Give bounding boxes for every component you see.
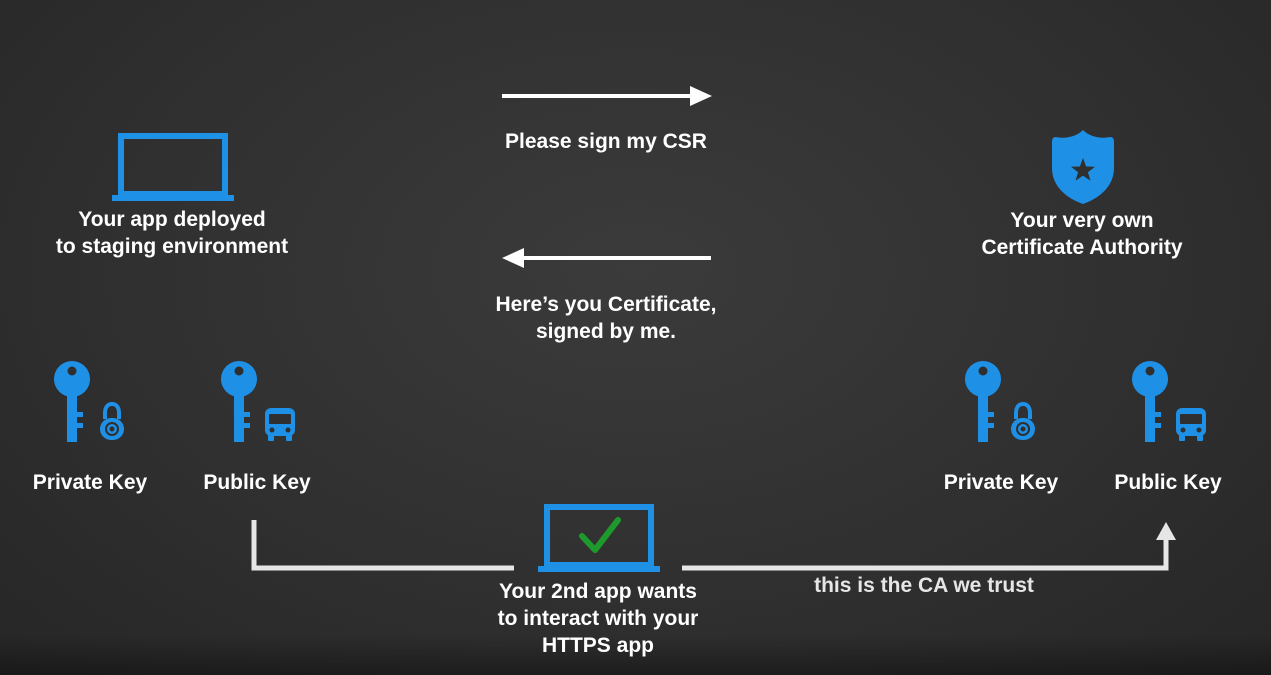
background-fade (0, 635, 1271, 675)
second-app-label-line2: to interact with your (497, 607, 699, 630)
key-icon (1130, 360, 1170, 446)
request-arrow (500, 84, 714, 108)
laptop-icon (112, 133, 234, 203)
response-label-line1: Here’s you Certificate, (495, 293, 717, 316)
bus-icon (264, 406, 296, 442)
second-app-label: Your 2nd app wants to interact with your… (448, 578, 748, 659)
ca-public-key-label: Public Key (1114, 471, 1222, 494)
ca-private-key-label: Private Key (943, 471, 1059, 494)
key-icon (52, 360, 92, 446)
ca-label-line1: Your very own (1010, 209, 1154, 232)
response-label-line2: signed by me. (535, 320, 677, 343)
bus-icon (1175, 406, 1207, 442)
client-public-key-label: Public Key (203, 471, 311, 494)
client-label-line1: Your app deployed (78, 208, 266, 231)
request-label: Please sign my CSR (505, 130, 707, 153)
client-label-line2: to staging environment (55, 235, 289, 258)
client-private-key-label: Private Key (32, 471, 148, 494)
client-label: Your app deployed to staging environment (22, 206, 322, 260)
trust-label: this is the CA we trust (814, 574, 1034, 597)
key-icon (219, 360, 259, 446)
laptop-check-icon (538, 504, 660, 574)
response-arrow (500, 246, 714, 270)
police-badge-icon (1050, 128, 1116, 206)
padlock-icon (1009, 402, 1037, 442)
response-label: Here’s you Certificate, signed by me. (456, 291, 756, 345)
padlock-icon (98, 402, 126, 442)
second-app-label-line3: HTTPS app (541, 634, 654, 657)
second-app-label-line1: Your 2nd app wants (499, 580, 697, 603)
ca-label: Your very own Certificate Authority (932, 207, 1232, 261)
key-icon (963, 360, 1003, 446)
ca-label-line2: Certificate Authority (981, 236, 1183, 259)
trust-connector (248, 518, 1180, 574)
